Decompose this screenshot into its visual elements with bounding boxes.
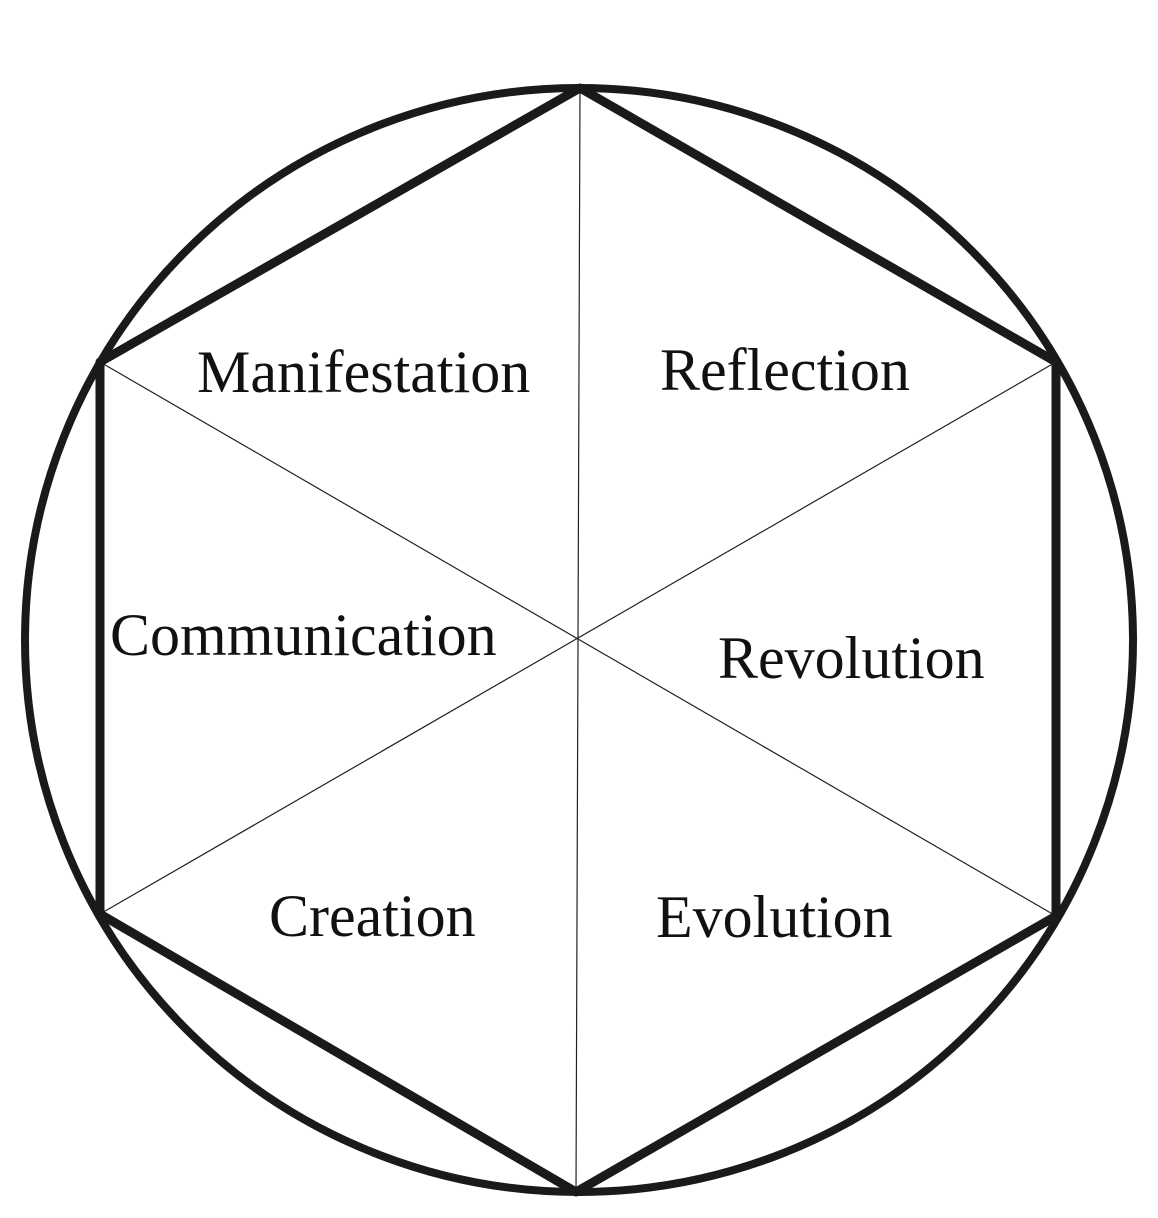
spoke-vertical bbox=[575, 87, 581, 1193]
segment-label-creation: Creation bbox=[269, 883, 476, 949]
hexagon-outline bbox=[95, 83, 1061, 1197]
spoke-diagonal-b bbox=[99, 361, 1057, 915]
spoke-diagonal-a bbox=[99, 361, 1057, 917]
segment-label-communication: Communication bbox=[110, 602, 497, 668]
segment-label-reflection: Reflection bbox=[660, 337, 910, 403]
segment-label-revolution: Revolution bbox=[718, 625, 985, 691]
segment-label-evolution: Evolution bbox=[656, 884, 893, 950]
segment-label-manifestation: Manifestation bbox=[197, 339, 530, 405]
